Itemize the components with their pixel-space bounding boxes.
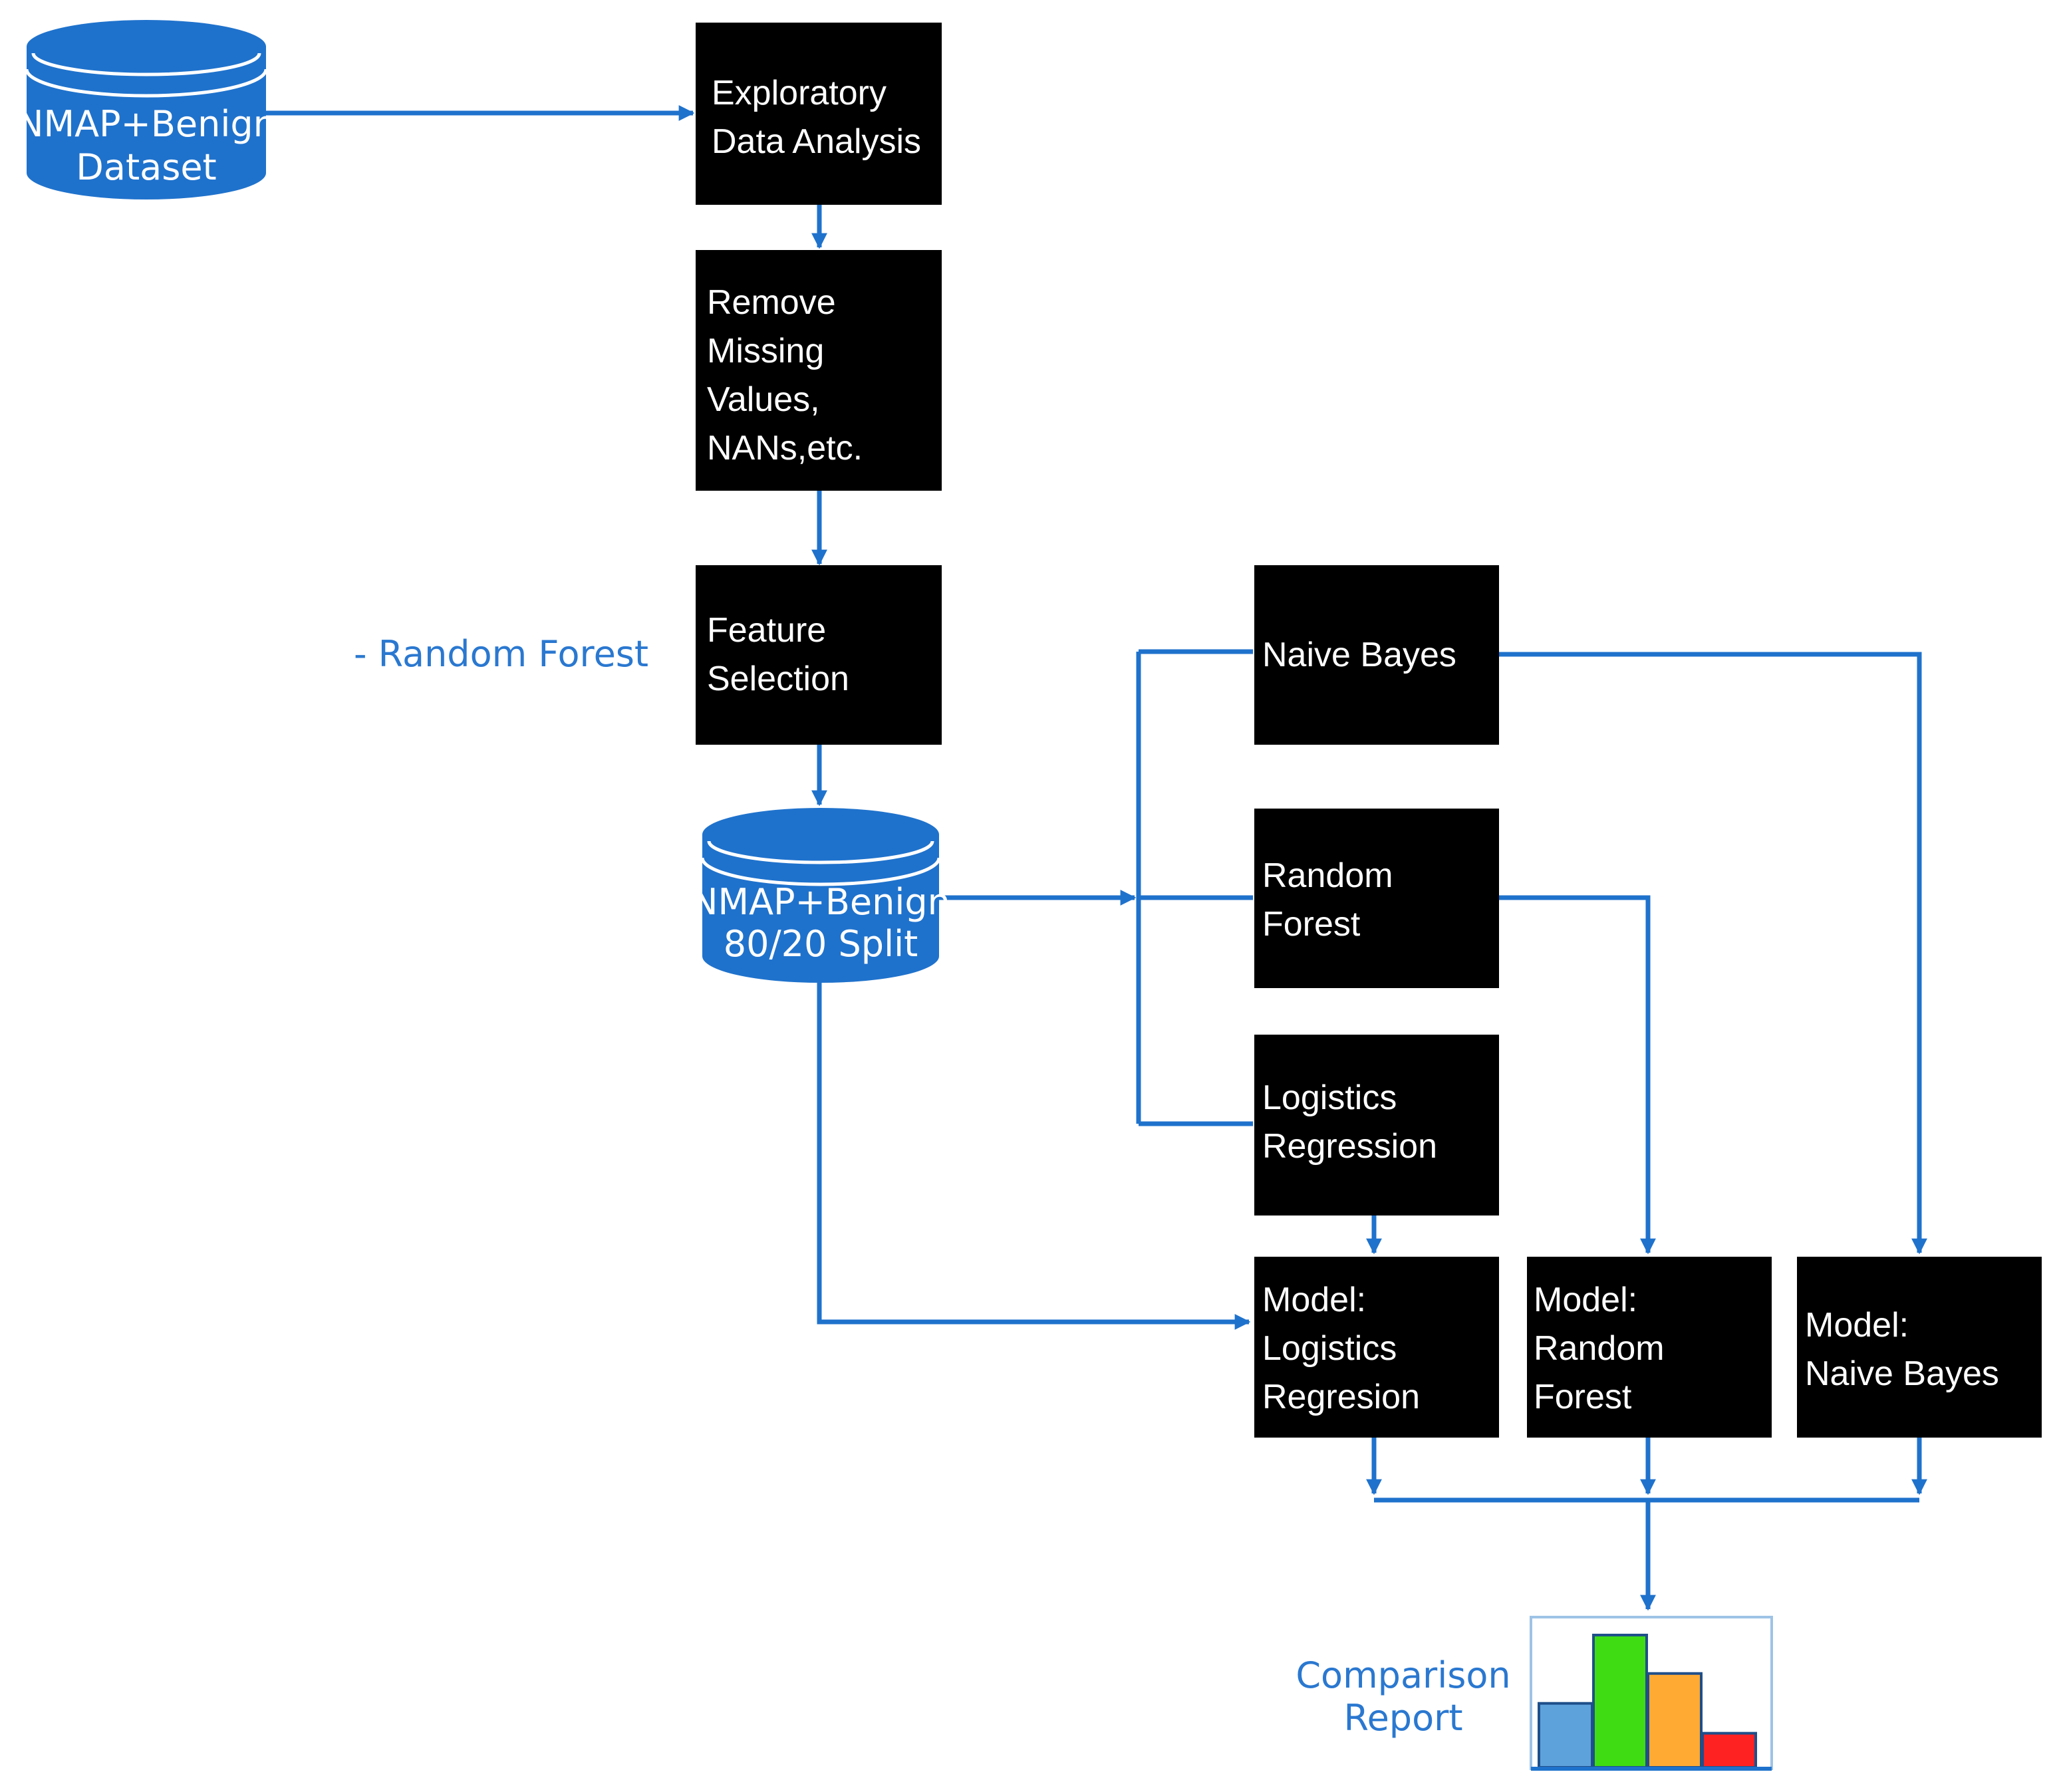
dataset-label-line-1: NMAP+Benign [17, 103, 276, 145]
edge-nb-to-model-nb [1498, 652, 1927, 1255]
logistic-regression-label-line-2: Regression [1262, 1127, 1437, 1166]
model-lr-box: Model: Logistics Regresion [1254, 1257, 1499, 1438]
report-label-line-1: Comparison [1296, 1654, 1510, 1696]
model-lr-label-line-3: Regresion [1262, 1378, 1420, 1416]
model-nb-label-line-2: Naive Bayes [1805, 1354, 1999, 1393]
random-forest-box: Random Forest [1254, 809, 1499, 988]
model-lr-label-line-2: Logistics [1262, 1329, 1397, 1368]
model-rf-box: Model: Random Forest [1527, 1257, 1772, 1438]
feature-selection-note: - Random Forest [354, 633, 648, 675]
edge-split-to-model-lr [817, 983, 1251, 1330]
split-cylinder: NMAP+Benign 80/20 Split [691, 808, 950, 983]
report-label-line-2: Report [1343, 1697, 1462, 1739]
remove-missing-box: Remove Missing Values, NANs,etc. [696, 250, 942, 491]
report-bar-2 [1592, 1633, 1648, 1769]
remove-missing-label-line-1: Remove [707, 283, 836, 322]
naive-bayes-label: Naive Bayes [1262, 636, 1456, 674]
dataset-cylinder: NMAP+Benign Dataset [17, 20, 276, 199]
report-bar-1 [1538, 1702, 1593, 1769]
feature-selection-label-line-2: Selection [707, 660, 849, 698]
dataset-label-line-2: Dataset [76, 146, 216, 188]
random-forest-label-line-1: Random [1262, 856, 1393, 895]
feature-selection-label-line-1: Feature [707, 611, 826, 650]
naive-bayes-box: Naive Bayes [1254, 565, 1499, 745]
connectors [266, 105, 1927, 1611]
model-lr-label-line-1: Model: [1262, 1281, 1366, 1319]
remove-missing-label-line-4: NANs,etc. [707, 429, 863, 467]
remove-missing-label-line-2: Missing [707, 332, 824, 370]
model-nb-box: Model: Naive Bayes [1797, 1257, 2042, 1438]
model-rf-label-line-1: Model: [1534, 1281, 1637, 1319]
edge-rf-to-model-rf [1498, 895, 1656, 1255]
split-label-line-1: NMAP+Benign [691, 881, 950, 923]
bar-chart-icon [1530, 1616, 1773, 1771]
random-forest-label-line-2: Forest [1262, 905, 1361, 944]
feature-selection-box: Feature Selection [696, 565, 942, 745]
logistic-regression-label-line-1: Logistics [1262, 1079, 1397, 1117]
model-rf-label-line-2: Random [1534, 1329, 1665, 1368]
eda-label-line-2: Data Analysis [712, 122, 921, 161]
logistic-regression-box: Logistics Regression [1254, 1035, 1499, 1216]
report-bar-3 [1647, 1672, 1703, 1769]
report-bar-4 [1701, 1731, 1757, 1769]
split-label-line-2: 80/20 Split [724, 923, 918, 965]
remove-missing-label-line-3: Values, [707, 380, 820, 419]
model-rf-label-line-3: Forest [1534, 1378, 1632, 1416]
eda-box: Exploratory Data Analysis [696, 23, 942, 205]
eda-label-line-1: Exploratory [712, 74, 887, 112]
model-nb-label-line-1: Model: [1805, 1306, 1909, 1344]
comparison-report: Comparison Report [1296, 1616, 1773, 1771]
